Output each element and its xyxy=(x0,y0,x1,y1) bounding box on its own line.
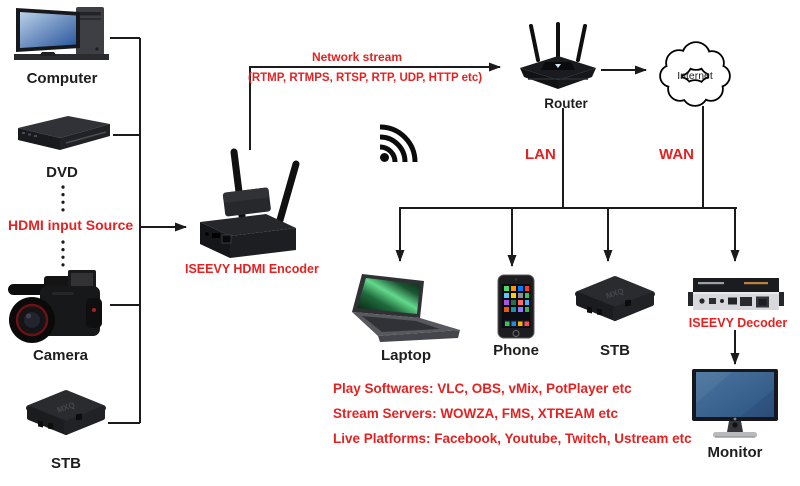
router-icon xyxy=(514,20,602,98)
hdmi-input-source-label: HDMI input Source xyxy=(8,217,134,233)
encoder-label: ISEEVY HDMI Encoder xyxy=(185,262,319,276)
camera-icon xyxy=(8,270,113,348)
decoder-icon xyxy=(688,274,784,316)
stb-left-label: STB xyxy=(51,455,81,472)
dvd-player-icon xyxy=(8,112,116,164)
computer-label: Computer xyxy=(26,70,98,87)
internet-label: Internet xyxy=(677,70,713,82)
computer-icon xyxy=(12,4,112,64)
wan-label: WAN xyxy=(659,146,694,163)
phone-label: Phone xyxy=(493,342,539,359)
stb-left-icon: MXQ xyxy=(22,388,110,454)
laptop-label: Laptop xyxy=(381,347,431,364)
decoder-label: ISEEVY Decoder xyxy=(688,316,788,330)
wifi-signal-icon xyxy=(377,121,421,165)
stream-protocols-label: (RTMP, RTMPS, RTSP, RTP, UDP, HTTP etc) xyxy=(248,72,483,84)
phone-icon xyxy=(496,274,536,340)
stb-bottom-label: STB xyxy=(600,342,630,359)
play-softwares-note: Play Softwares: VLC, OBS, vMix, PotPlaye… xyxy=(333,381,632,396)
footnotes: Play Softwares: VLC, OBS, vMix, PotPlaye… xyxy=(333,376,692,451)
monitor-icon xyxy=(692,369,778,442)
live-platforms-note: Live Platforms: Facebook, Youtube, Twitc… xyxy=(333,431,692,446)
monitor-label: Monitor xyxy=(707,444,763,461)
stb-bottom-icon: MXQ xyxy=(571,274,659,340)
stream-servers-note: Stream Servers: WOWZA, FMS, XTREAM etc xyxy=(333,406,619,421)
laptop-icon xyxy=(350,272,462,346)
network-stream-label: Network stream xyxy=(311,50,403,64)
lan-label: LAN xyxy=(525,146,556,163)
hdmi-encoder-icon xyxy=(192,128,304,262)
router-label: Router xyxy=(544,96,588,111)
camera-label: Camera xyxy=(32,347,89,364)
dvd-label: DVD xyxy=(46,164,78,181)
internet-cloud: Internet xyxy=(654,38,736,110)
